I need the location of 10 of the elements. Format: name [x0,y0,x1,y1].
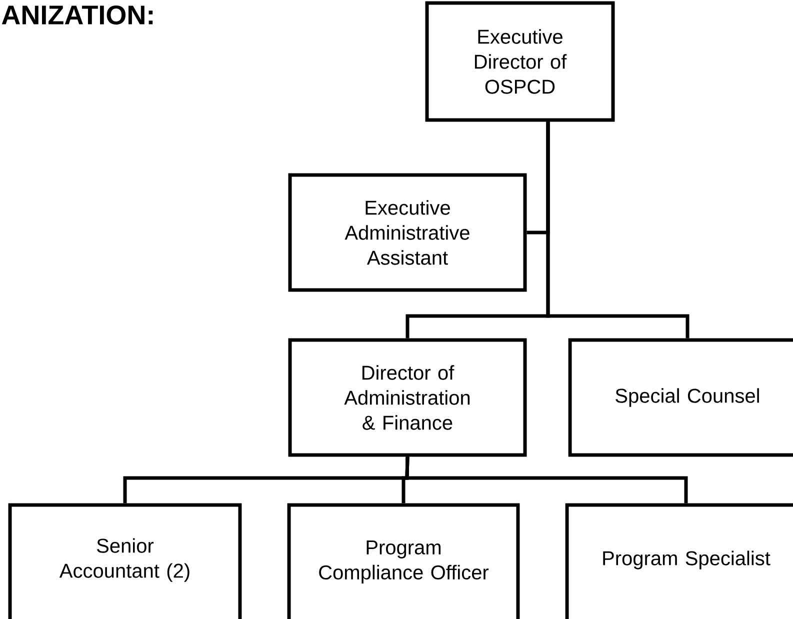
connector-line [546,122,690,338]
connector-line [405,456,688,504]
org-box: Special Counsel [568,338,793,457]
org-box: Senior Accountant (2) [8,503,242,619]
org-box: Program Compliance Officer [287,503,520,619]
org-box: Director of Administration & Finance [288,338,527,457]
org-box: Program Specialist [565,503,793,619]
org-box: Executive Administrative Assistant [288,173,527,292]
heading: ANIZATION: [2,5,153,25]
org-box: Executive Director of OSPCD [425,1,615,122]
